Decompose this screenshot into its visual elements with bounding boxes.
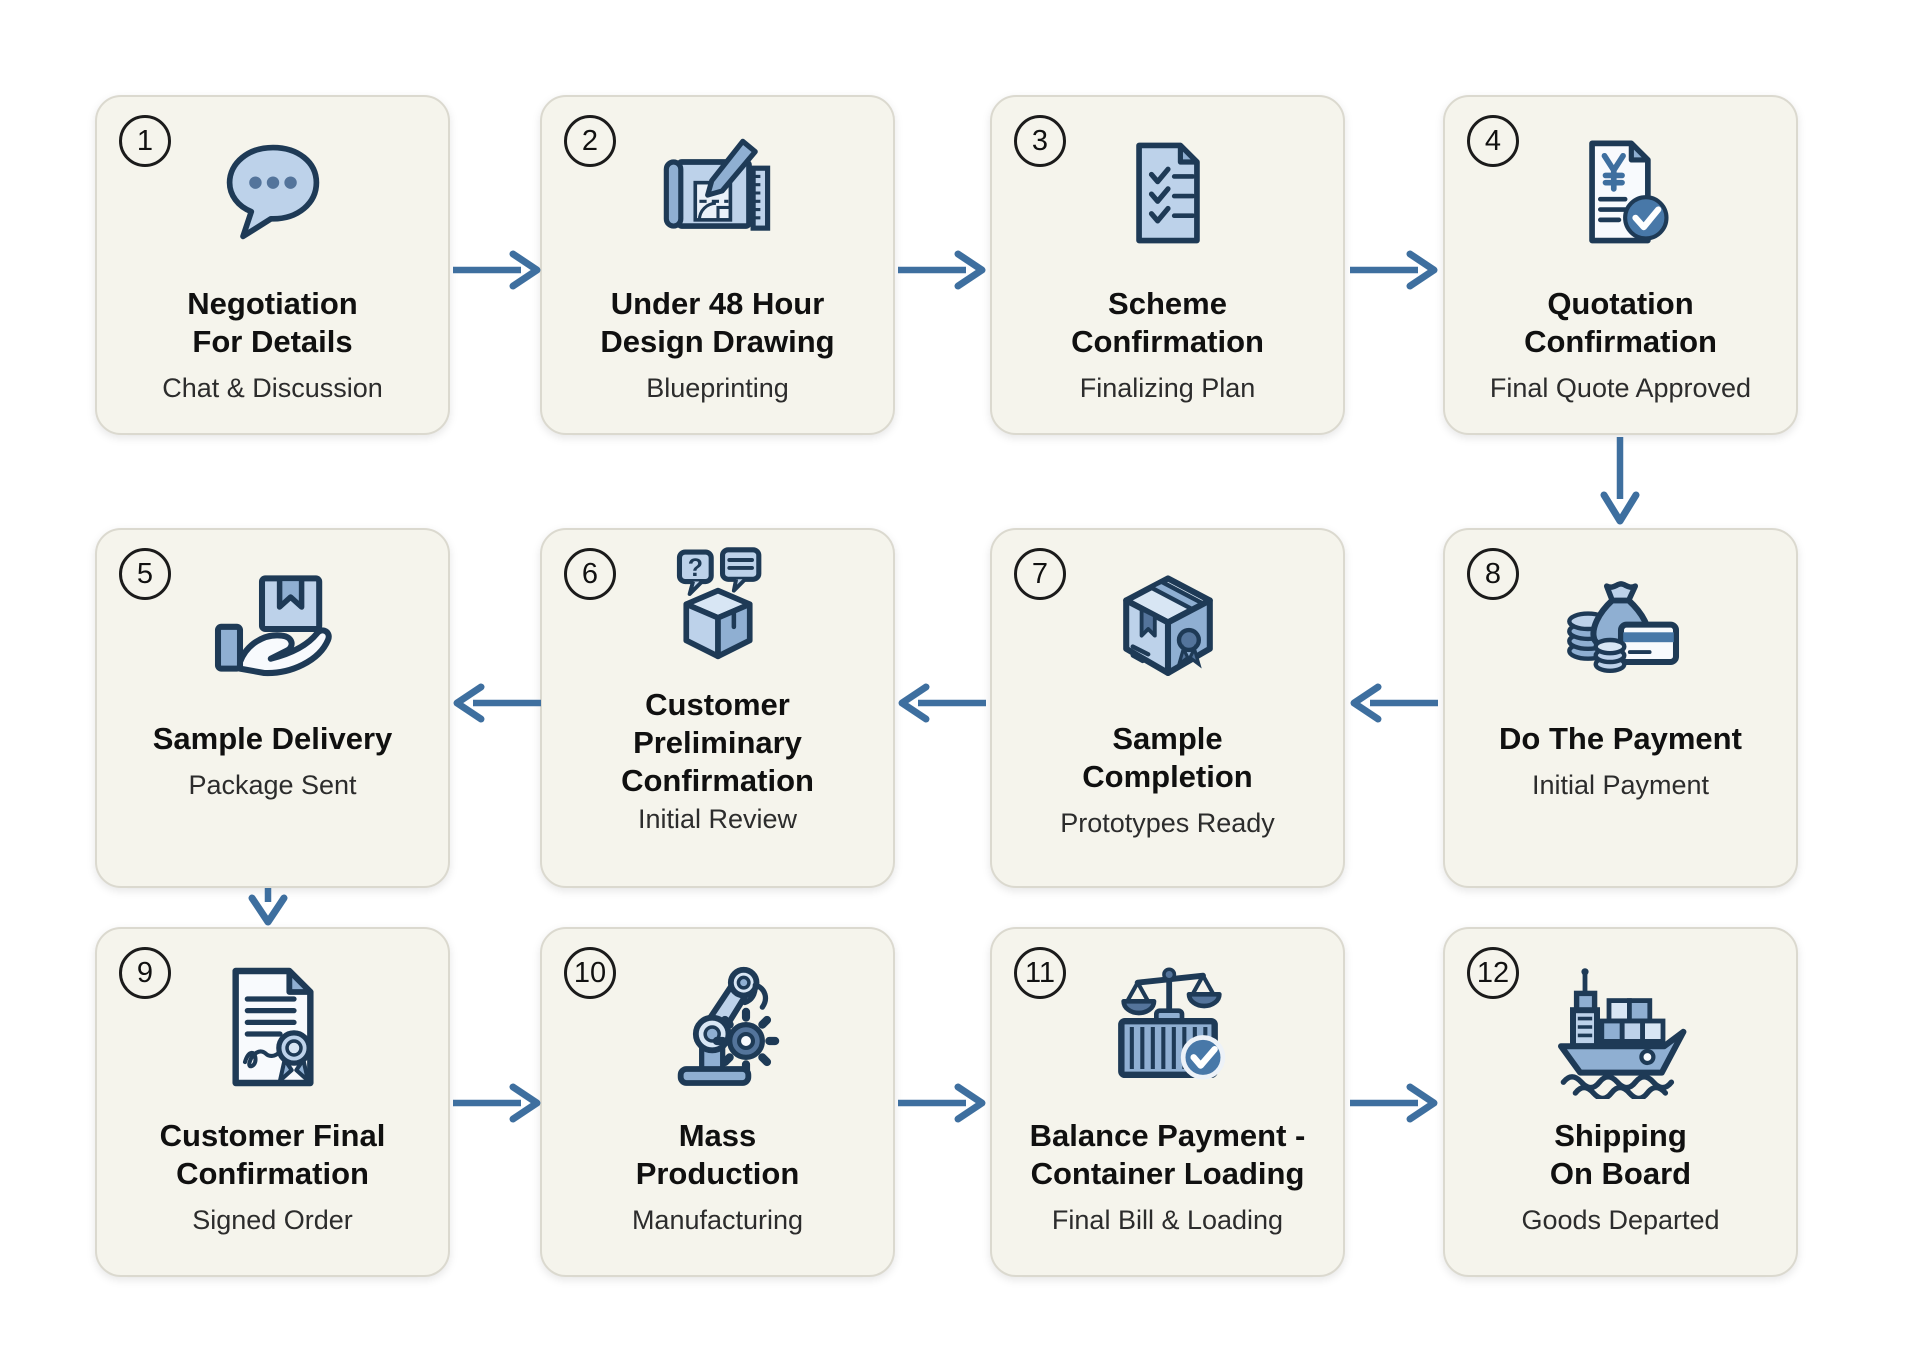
step-number-badge: 4: [1467, 115, 1519, 167]
step-number-badge: 2: [564, 115, 616, 167]
step-title: Shipping On Board: [1549, 1118, 1692, 1191]
container-scale-icon: [1098, 949, 1238, 1105]
chat-bubble-icon: [209, 127, 337, 259]
quotation-approved-icon: [1557, 127, 1685, 259]
step-title: Negotiation For Details: [187, 286, 358, 359]
step-card-3: 3 Scheme Confirmation Finalizing Plan: [990, 95, 1345, 435]
hand-package-icon: [205, 558, 341, 700]
step-subtitle: Final Bill & Loading: [1051, 1204, 1284, 1235]
step-number-badge: 1: [119, 115, 171, 167]
svg-text:?: ?: [687, 554, 702, 582]
step-card-2: 2 Under 48 Hour Design Drawing Blueprint…: [540, 95, 895, 435]
step-title: Quotation Confirmation: [1524, 286, 1717, 359]
step-card-5: 5 Sample Delivery Package Sent: [95, 528, 450, 888]
sealed-box-icon: [1100, 558, 1236, 700]
step-title: Scheme Confirmation: [1071, 286, 1264, 359]
step-number-badge: 3: [1014, 115, 1066, 167]
robot-arm-icon: [648, 949, 788, 1105]
step-title: Balance Payment - Container Loading: [1029, 1118, 1306, 1191]
step-card-11: 11 Balance Payment - Container Loading F…: [990, 927, 1345, 1277]
step-card-7: 7 Sample Completion Prototypes Ready: [990, 528, 1345, 888]
step-card-1: 1 Negotiation For Details Chat & Discuss…: [95, 95, 450, 435]
open-box-feedback-icon: ?: [650, 538, 786, 684]
arrow-step8-to-step7: [1348, 681, 1440, 725]
step-card-12: 12 Shipping On Board Goods Departed: [1443, 927, 1798, 1277]
step-number-badge: 8: [1467, 548, 1519, 600]
step-title: Under 48 Hour Design Drawing: [600, 286, 835, 359]
step-subtitle: Blueprinting: [646, 372, 789, 403]
money-payment-icon: [1551, 558, 1691, 700]
step-title: Mass Production: [635, 1118, 800, 1191]
cargo-ship-icon: [1545, 949, 1697, 1105]
step-subtitle: Finalizing Plan: [1079, 372, 1256, 403]
step-number-badge: 6: [564, 548, 616, 600]
arrow-step5-to-step9: [246, 888, 290, 926]
arrow-step11-to-step12: [1348, 1081, 1440, 1125]
step-card-10: 10 Mass Production Manufacturing: [540, 927, 895, 1277]
step-title: Customer Preliminary Confirmation: [621, 687, 814, 798]
step-subtitle: Goods Departed: [1521, 1204, 1720, 1235]
signed-document-icon: [203, 949, 343, 1105]
step-subtitle: Initial Review: [637, 804, 798, 835]
step-title: Sample Delivery: [152, 721, 393, 756]
arrow-step4-to-step8: [1598, 437, 1642, 527]
step-number-badge: 9: [119, 947, 171, 999]
step-number-badge: 5: [119, 548, 171, 600]
step-card-6: 6 ? Customer Preliminary Confirmation In…: [540, 528, 895, 888]
step-card-8: 8 Do The Payment Initial Payment: [1443, 528, 1798, 888]
step-subtitle: Chat & Discussion: [162, 372, 383, 403]
step-number-badge: 7: [1014, 548, 1066, 600]
arrow-step2-to-step3: [896, 248, 988, 292]
step-subtitle: Signed Order: [192, 1204, 353, 1235]
step-number-badge: 12: [1467, 947, 1519, 999]
step-subtitle: Initial Payment: [1531, 769, 1710, 800]
arrow-step10-to-step11: [896, 1081, 988, 1125]
arrow-step9-to-step10: [451, 1081, 543, 1125]
step-card-9: 9 Customer Final Confirmation Signed Ord…: [95, 927, 450, 1277]
step-title: Customer Final Confirmation: [159, 1118, 386, 1191]
step-subtitle: Package Sent: [188, 769, 357, 800]
arrow-step1-to-step2: [451, 248, 543, 292]
step-card-4: 4 Quotation Confirmation Final Quote App…: [1443, 95, 1798, 435]
step-number-badge: 10: [564, 947, 616, 999]
step-subtitle: Prototypes Ready: [1060, 807, 1275, 838]
step-subtitle: Final Quote Approved: [1489, 372, 1752, 403]
step-title: Do The Payment: [1499, 721, 1742, 756]
blueprint-icon: [654, 127, 782, 259]
arrow-step3-to-step4: [1348, 248, 1440, 292]
step-subtitle: Manufacturing: [631, 1204, 804, 1235]
checklist-document-icon: [1104, 127, 1232, 259]
arrow-step7-to-step6: [896, 681, 988, 725]
step-number-badge: 11: [1014, 947, 1066, 999]
arrow-step6-to-step5: [451, 681, 543, 725]
step-title: Sample Completion: [1082, 721, 1253, 794]
